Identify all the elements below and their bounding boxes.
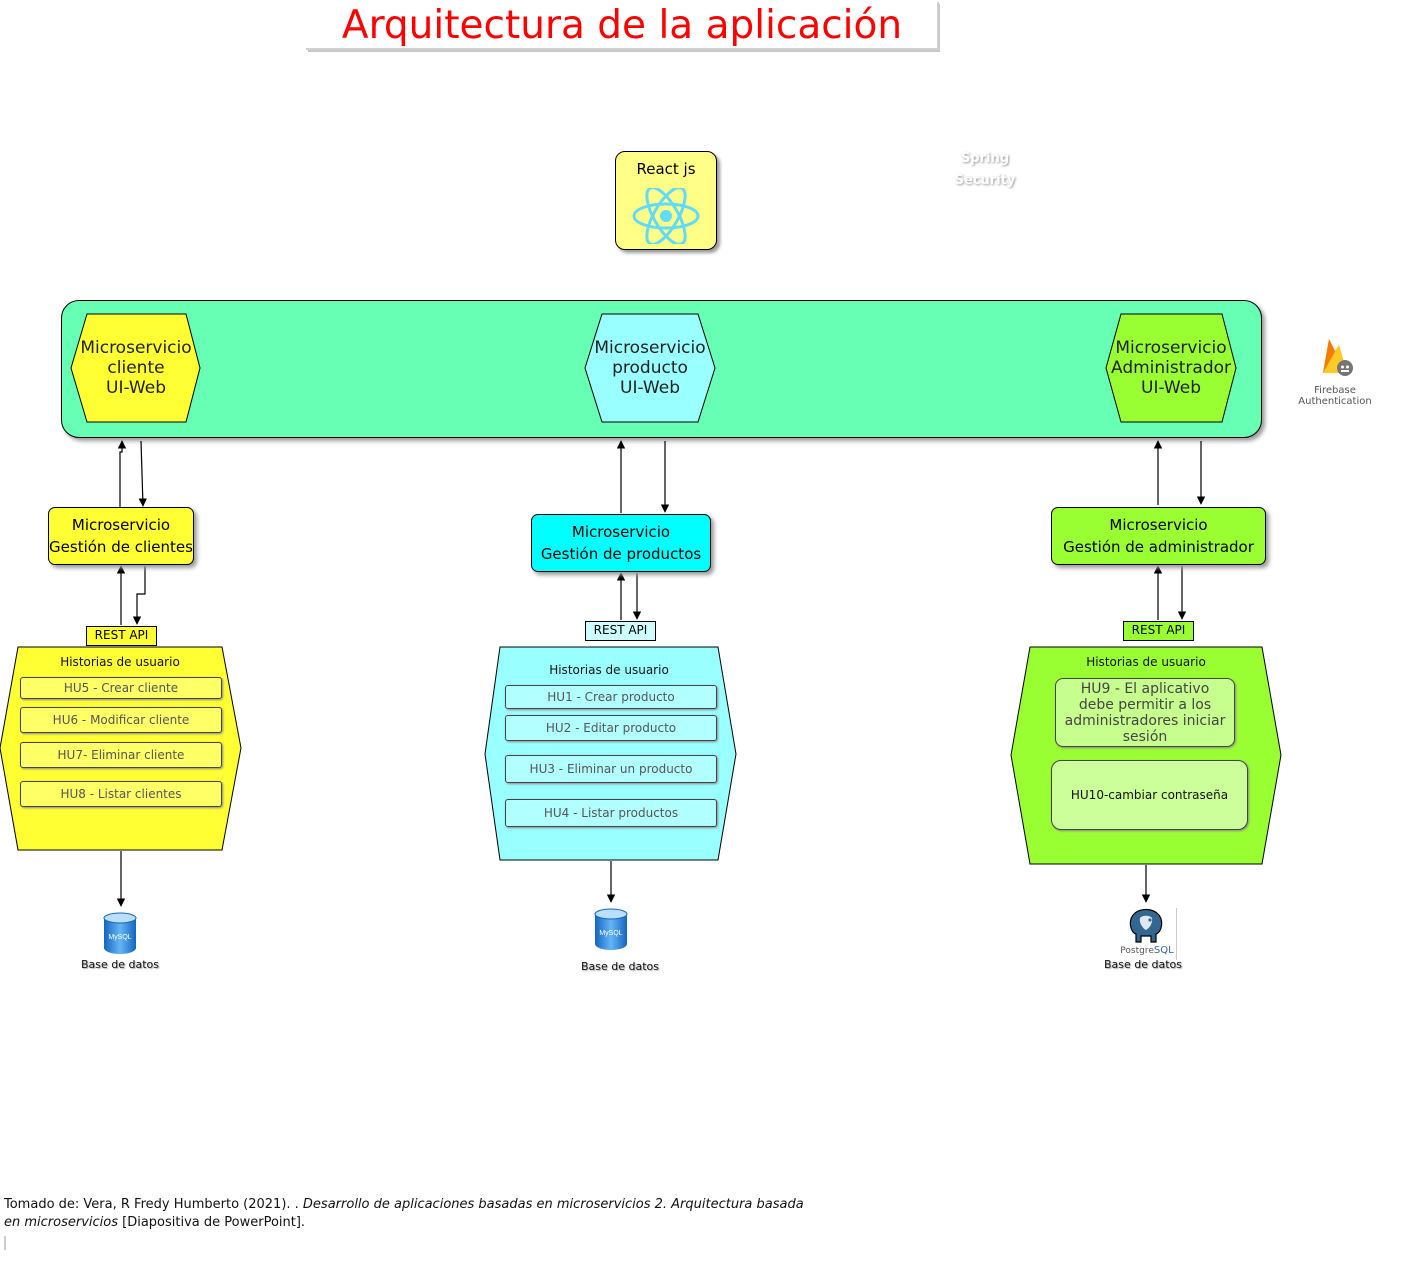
historias-admin-title: Historias de usuario — [1086, 655, 1206, 669]
react-atom-icon — [632, 188, 700, 244]
firebase-block: Firebase Authentication — [1280, 335, 1390, 407]
ui-admin-line1: Microservicio — [1115, 338, 1227, 358]
react-js-label: React js — [636, 160, 696, 178]
ui-producto-line1: Microservicio — [594, 338, 706, 358]
mysql-database-icon: MySQL — [103, 912, 137, 954]
story-productos-1: HU1 - Crear producto — [505, 685, 717, 709]
mgmt-clientes-line2: Gestión de clientes — [49, 538, 193, 556]
story-clientes-1: HU5 - Crear cliente — [20, 677, 222, 699]
mysql-database-icon: MySQL — [594, 908, 628, 950]
rest-api-admin: REST API — [1123, 621, 1194, 641]
citation-suffix: [Diapositiva de PowerPoint]. — [118, 1215, 306, 1230]
mgmt-admin-line2: Gestión de administrador — [1063, 538, 1254, 556]
rest-api-productos: REST API — [585, 621, 656, 641]
ui-cliente-line3: UI-Web — [106, 378, 166, 398]
spring-line-1: Spring — [960, 151, 1010, 166]
arrow-rest-clientes-down — [132, 566, 146, 625]
story-productos-4: HU4 - Listar productos — [505, 799, 717, 827]
hex-admin-ui — [1105, 313, 1237, 423]
ui-producto-line2: producto — [612, 358, 688, 378]
story-productos-3: HU3 - Eliminar un producto — [505, 755, 717, 783]
story-admin-1: HU9 - El aplicativo debe permitir a los … — [1055, 678, 1235, 747]
title-underline — [306, 48, 940, 50]
svg-text:MySQL: MySQL — [599, 930, 622, 937]
rest-api-clientes: REST API — [86, 626, 157, 646]
story-clientes-4: HU8 - Listar clientes — [20, 781, 222, 807]
story-clientes-3: HU7- Eliminar cliente — [20, 742, 222, 768]
mgmt-clientes-box: Microservicio Gestión de clientes — [48, 507, 194, 565]
hex-historias-productos — [484, 646, 737, 861]
story-admin-2: HU10-cambiar contraseña — [1051, 760, 1248, 830]
postgresql-logo-text: PostgreSQL — [1118, 945, 1176, 957]
ui-cliente-label: Microservicio cliente UI-Web — [71, 338, 201, 398]
hex-cliente-ui — [70, 313, 201, 423]
mgmt-clientes-line1: Microservicio — [71, 516, 171, 534]
ui-producto-label: Microservicio producto UI-Web — [585, 338, 715, 398]
db-admin-label: Base de datos — [1103, 958, 1183, 971]
hex-historias-clientes — [0, 646, 242, 851]
ui-admin-label: Microservicio Administrador UI-Web — [1106, 338, 1236, 398]
page-title: Arquitectura de la aplicación — [306, 2, 938, 50]
historias-clientes-title: Historias de usuario — [60, 655, 180, 669]
citation-border — [4, 1236, 6, 1250]
spring-security-label: Spring Security — [950, 148, 1020, 192]
spring-line-2: Security — [954, 173, 1016, 188]
arrow-clientes-up — [117, 440, 127, 507]
mgmt-productos-box: Microservicio Gestión de productos — [531, 514, 711, 572]
ui-admin-line2: Administrador — [1110, 358, 1231, 378]
firebase-label: Firebase Authentication — [1298, 385, 1372, 407]
react-js-box: React js — [615, 151, 717, 250]
db-clientes-label: Base de datos — [80, 958, 160, 971]
ui-cliente-line2: cliente — [107, 358, 165, 378]
postgres-text-1: Postgre — [1120, 946, 1154, 956]
hex-producto-ui — [584, 313, 716, 423]
firebase-flame-icon — [1323, 339, 1353, 376]
mgmt-productos-line2: Gestión de productos — [540, 545, 702, 563]
ui-producto-line3: UI-Web — [620, 378, 680, 398]
citation-title: Desarrollo de aplicaciones basadas en mi… — [4, 1197, 804, 1230]
ui-admin-line3: UI-Web — [1141, 378, 1201, 398]
citation-prefix: Tomado de: Vera, R Fredy Humberto (2021)… — [4, 1197, 303, 1212]
postgresql-logo: PostgreSQL — [1118, 908, 1177, 960]
story-clientes-2: HU6 - Modificar cliente — [20, 707, 222, 733]
mgmt-admin-box: Microservicio Gestión de administrador — [1051, 507, 1266, 565]
ui-cliente-line1: Microservicio — [80, 338, 192, 358]
title-border — [937, 2, 939, 50]
db-productos-label: Base de datos — [580, 960, 660, 973]
svg-text:MySQL: MySQL — [108, 934, 131, 941]
arrow-clientes-down — [138, 440, 147, 507]
mgmt-productos-line1: Microservicio — [571, 523, 671, 541]
citation: Tomado de: Vera, R Fredy Humberto (2021)… — [4, 1196, 824, 1232]
historias-productos-title: Historias de usuario — [549, 663, 669, 677]
story-productos-2: HU2 - Editar producto — [505, 715, 717, 741]
postgres-text-2: SQL — [1153, 945, 1174, 956]
mgmt-admin-line1: Microservicio — [1109, 516, 1208, 534]
postgresql-elephant-icon — [1129, 908, 1163, 943]
